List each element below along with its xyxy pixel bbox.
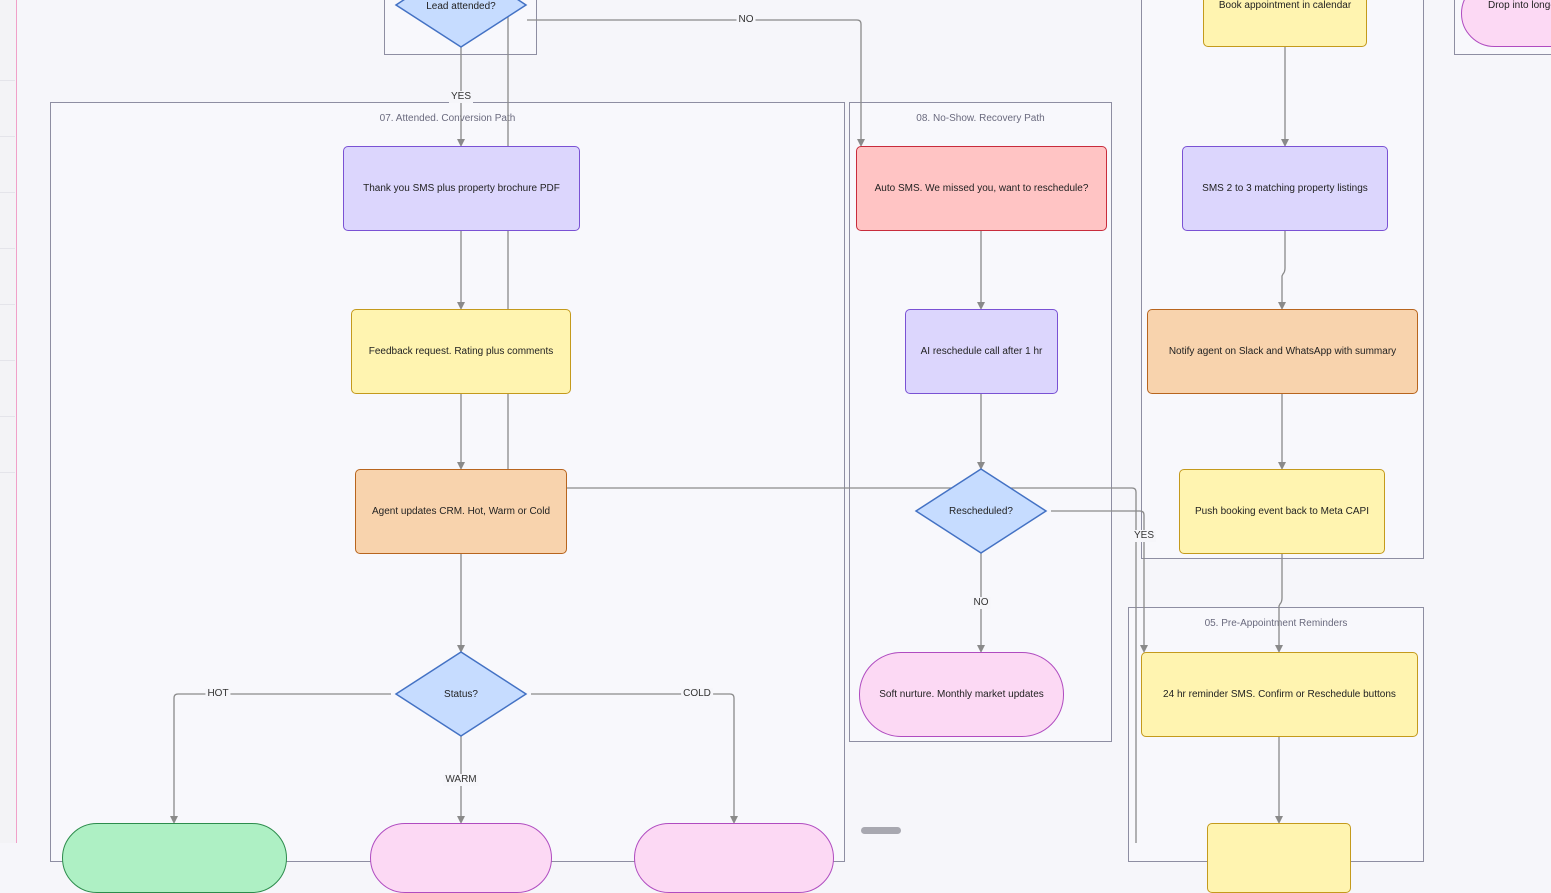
thank-you-sms-node[interactable]: Thank you SMS plus property brochure PDF	[343, 146, 580, 231]
reminder-24hr-node[interactable]: 24 hr reminder SMS. Confirm or Reschedul…	[1141, 652, 1418, 737]
rescheduled-diamond	[914, 468, 1048, 554]
hot-outcome-node[interactable]	[62, 823, 287, 893]
edge-rescheduled-yes	[1051, 510, 1148, 653]
edge-status-hot	[170, 693, 391, 824]
horizontal-scrollbar[interactable]	[861, 827, 901, 834]
auto-sms-node[interactable]: Auto SMS. We missed you, want to resched…	[856, 146, 1107, 231]
push-booking-node[interactable]: Push booking event back to Meta CAPI	[1179, 469, 1385, 554]
agent-updates-crm-node[interactable]: Agent updates CRM. Hot, Warm or Cold	[355, 469, 567, 554]
edge-label-yes: YES	[448, 91, 474, 103]
lead-attended-diamond	[394, 0, 528, 48]
sms-listings-node[interactable]: SMS 2 to 3 matching property listings	[1182, 146, 1388, 231]
edge-lead-no	[527, 19, 865, 147]
rail-tick	[0, 304, 15, 305]
ai-reschedule-node[interactable]: AI reschedule call after 1 hr	[905, 309, 1058, 394]
group-title: 08. No-Show. Recovery Path	[916, 113, 1045, 124]
group-title: 05. Pre-Appointment Reminders	[1204, 618, 1348, 629]
feedback-request-node[interactable]: Feedback request. Rating plus comments	[351, 309, 571, 394]
status-label[interactable]: Status?	[444, 688, 478, 700]
edge-label-yes: YES	[1131, 530, 1157, 542]
edge-push-reminder	[1275, 553, 1283, 653]
cold-outcome-node[interactable]	[634, 823, 834, 893]
group-title: 07. Attended. Conversion Path	[379, 113, 516, 124]
rescheduled-label[interactable]: Rescheduled?	[949, 505, 1013, 517]
next-reminder-node[interactable]	[1207, 823, 1351, 893]
edge-label-cold: COLD	[681, 688, 713, 700]
rail-tick	[0, 80, 15, 81]
rail-tick	[0, 136, 15, 137]
lead-attended-label[interactable]: Lead attended?	[426, 0, 496, 12]
edge-label-hot: HOT	[205, 688, 231, 700]
edge-status-cold	[531, 693, 738, 824]
edge-label-warm: WARM	[443, 774, 479, 786]
rail-tick	[0, 192, 15, 193]
edge-label-no: NO	[736, 14, 756, 26]
rail-tick	[0, 360, 15, 361]
rail-tick	[0, 472, 15, 473]
book-appointment-node[interactable]: Book appointment in calendar	[1203, 0, 1367, 47]
rail-tick	[0, 416, 15, 417]
warm-outcome-node[interactable]	[370, 823, 552, 893]
edge-label-no: NO	[971, 597, 991, 609]
left-rail	[0, 0, 17, 843]
soft-nurture-node[interactable]: Soft nurture. Monthly market updates	[859, 652, 1064, 737]
edge-sms-notify	[1278, 230, 1286, 310]
notify-agent-node[interactable]: Notify agent on Slack and WhatsApp with …	[1147, 309, 1418, 394]
rail-tick	[0, 248, 15, 249]
status-diamond	[394, 651, 528, 737]
drop-long-term-node[interactable]: Drop into long-	[1461, 0, 1551, 47]
